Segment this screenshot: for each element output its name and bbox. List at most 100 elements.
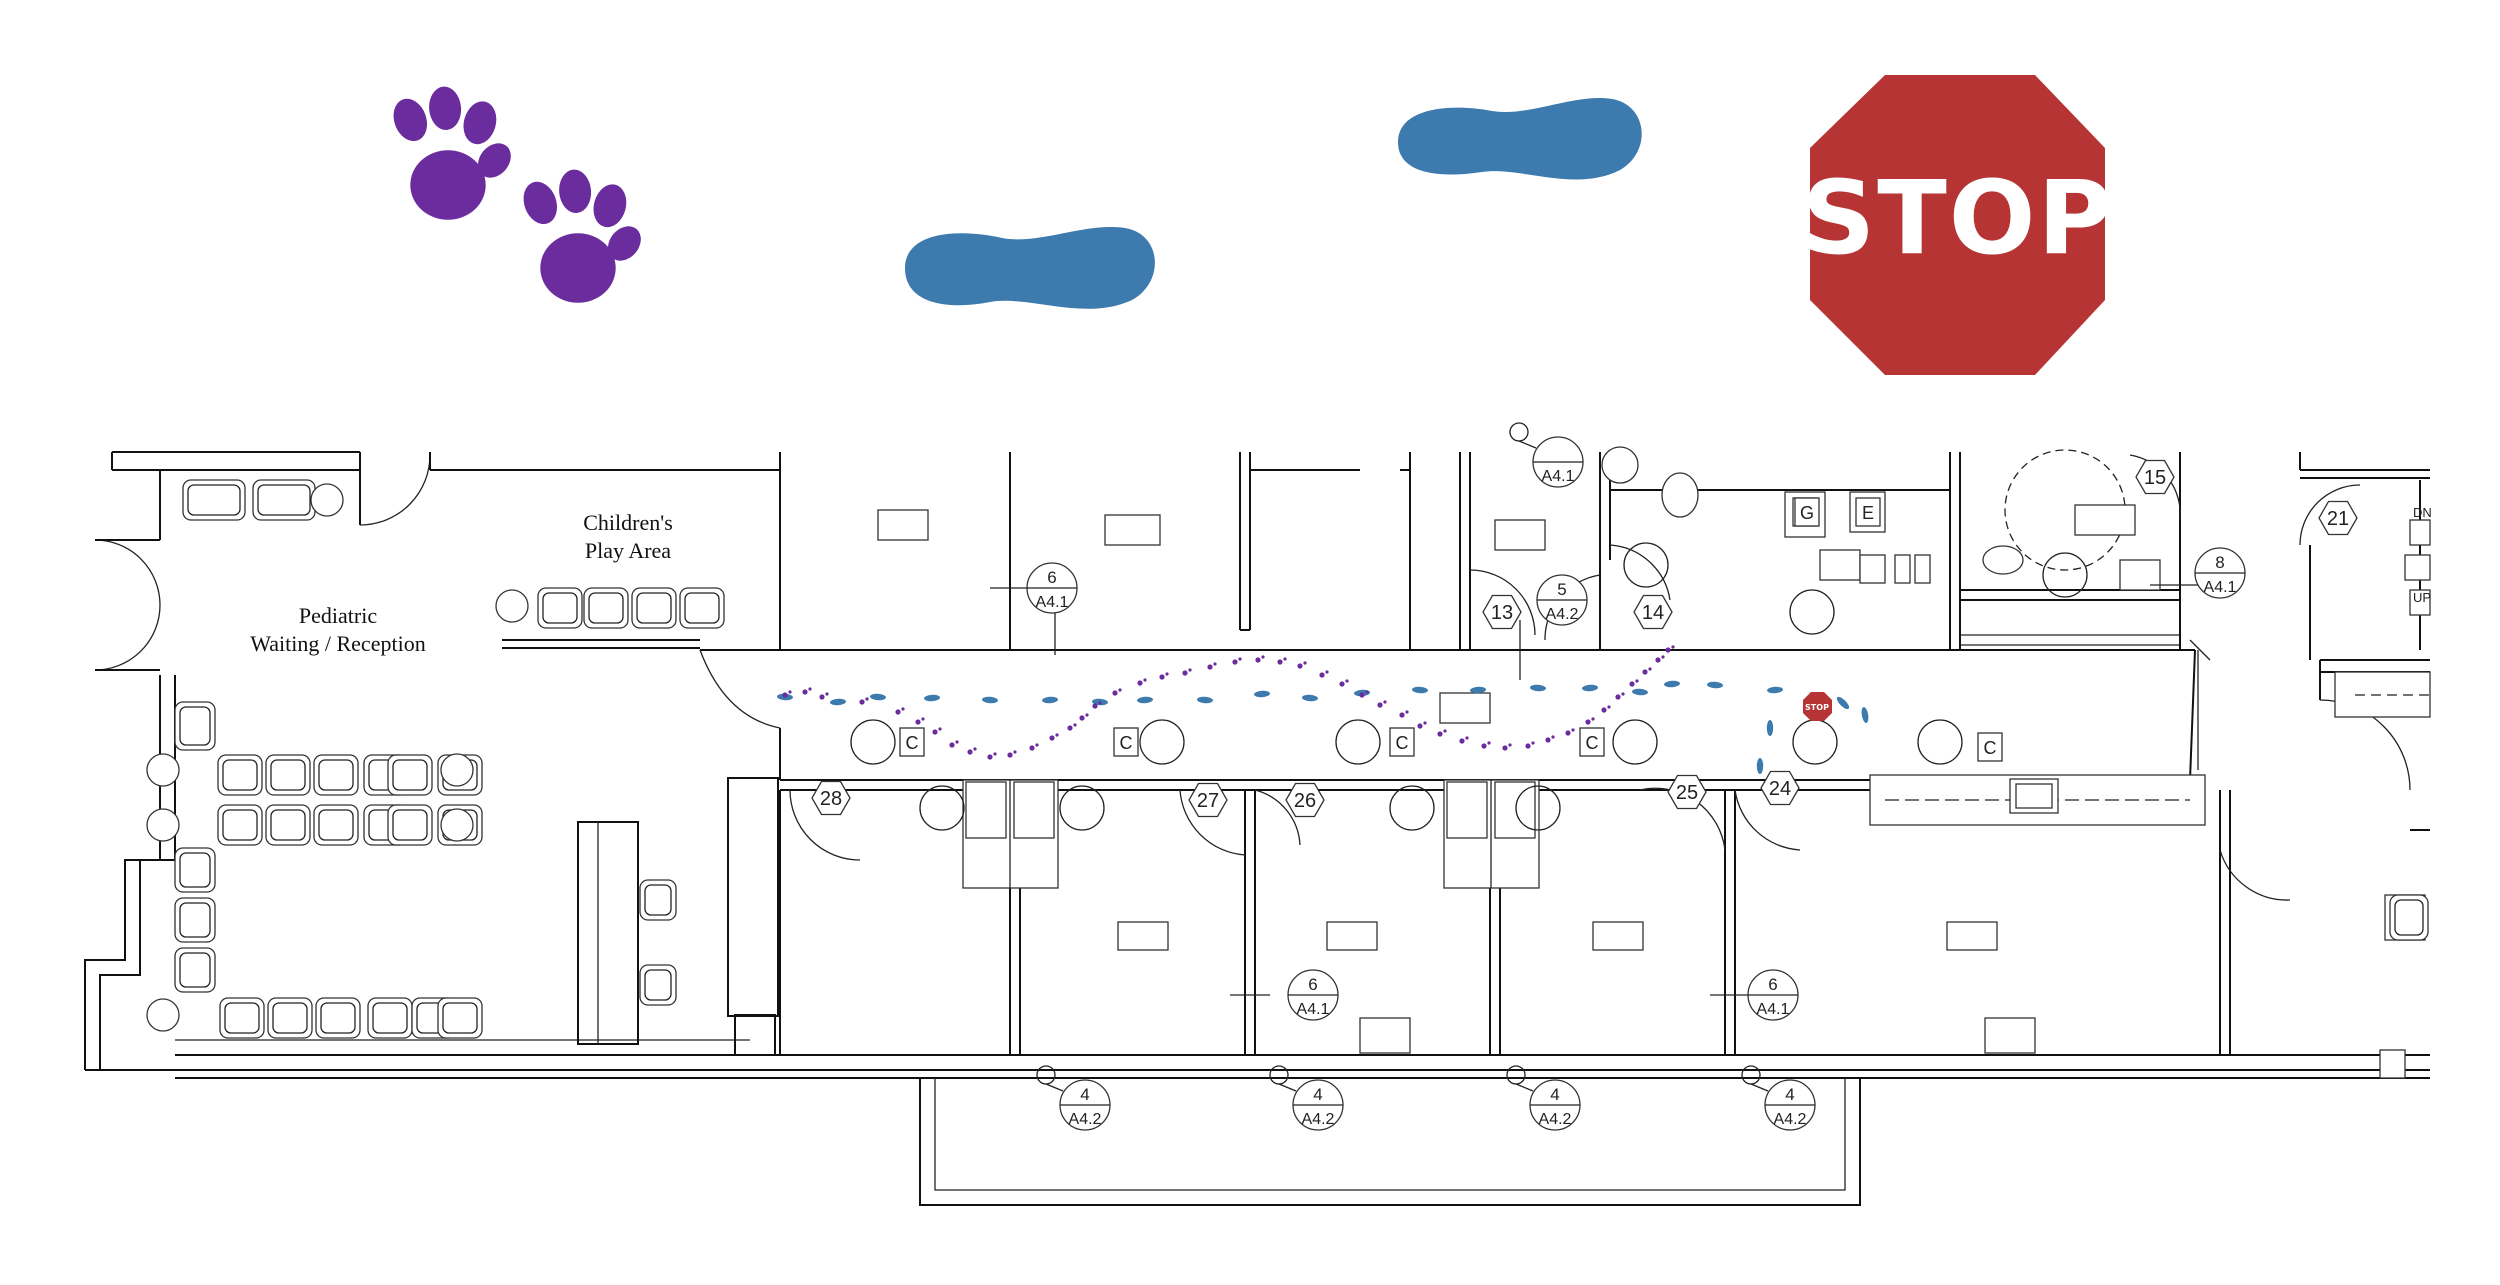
room-number-hex: 21 [2318,500,2358,536]
pediatric-waiting-label-line2: Waiting / Reception [250,631,425,656]
paw-mark [1508,743,1512,747]
paw-mark [1188,668,1192,672]
paw-mark [1551,735,1555,739]
paw-mark [1383,700,1387,704]
chair [631,587,677,629]
fixture-tag: G [1794,497,1820,527]
fixture-tag: E [1855,497,1881,527]
paw-mark [1297,663,1303,669]
paw-mark [865,697,869,701]
paw-mark [1405,710,1409,714]
footprint-mark [1302,694,1318,702]
paw-mark [1319,672,1325,678]
section-marker: A4.1 [1509,422,1584,488]
section-marker-sheet: A4.1 [1757,1001,1790,1018]
chair [679,587,725,629]
room-number-text: 25 [1676,782,1698,804]
chair [265,754,311,796]
chair [583,587,629,629]
fixture-tag-text: C [1984,738,1997,758]
section-marker-sheet: A4.1 [1542,468,1575,485]
section-marker-sheet: A4.1 [1297,1001,1330,1018]
paw-mark [1585,719,1591,725]
chair [437,997,483,1039]
section-marker: 4A4.2 [1269,1065,1344,1131]
section-marker: 6A4.1 [1026,562,1078,614]
section-marker-sheet: A4.1 [1036,594,1069,611]
fixture-tag: C [1113,727,1139,757]
fixture-tag: C [1977,732,2003,762]
chair [387,804,433,846]
paw-mark [1255,657,1261,663]
paw-mark [993,752,997,756]
section-marker: 5A4.2 [1536,574,1588,626]
room-number-hex: 25 [1667,774,1707,810]
footprint-mark [1470,686,1486,694]
paw-mark [1377,702,1383,708]
footprint-mark [1530,684,1546,692]
paw-mark [859,699,865,705]
paw-mark [1545,737,1551,743]
fixture-tag-text: E [1862,503,1874,523]
fixture-tag-text: G [1800,503,1814,523]
paw-mark [1443,729,1447,733]
room-number-text: 28 [820,788,842,810]
paw-mark [1629,681,1635,687]
section-marker-number: 6 [1308,975,1317,994]
paw-mark [782,692,788,698]
paw-mark [1531,741,1535,745]
paw-mark [1607,705,1611,709]
paw-mark [1423,721,1427,725]
section-markers: 6A4.15A4.28A4.16A4.16A4.14A4.24A4.24A4.2… [1026,422,2246,1131]
paw-mark [1565,730,1571,736]
footprint-mark [1861,707,1869,723]
paw-mark [987,754,993,760]
paw-mark [1615,694,1621,700]
footprint-mark [1767,686,1783,694]
paw-mark [1079,715,1085,721]
footprint-mark [1254,690,1270,698]
paw-mark [1635,679,1639,683]
section-marker: 6A4.1 [1287,969,1339,1021]
paw-mark [1232,659,1238,665]
footprint-mark [1582,684,1598,692]
paw-mark [1261,655,1265,659]
footprint-mark [1042,696,1058,704]
children-play-area-label-line2: Play Area [585,538,671,563]
sink-fixture [962,779,1540,889]
footprint-mark [1137,696,1153,704]
floor-plan [84,446,2431,1206]
footprint-mark [1412,686,1428,694]
paw-mark [1621,692,1625,696]
paw-mark [901,707,905,711]
chair [313,804,359,846]
paw-mark [973,747,977,751]
paw-mark [802,689,808,695]
footprint-mark [870,693,886,701]
room-number-text: 21 [2327,508,2349,530]
room-number-hex: 28 [811,780,851,816]
paw-mark [932,729,938,735]
paw-mark [1277,659,1283,665]
section-marker: 4A4.2 [1741,1065,1816,1131]
footprint-mark [1197,696,1213,704]
paw-mark [1029,745,1035,751]
paw-mark [1182,670,1188,676]
section-marker-number: 6 [1047,568,1056,587]
footprint-mark [1766,720,1774,736]
footprint-icon [905,226,1155,309]
chair [174,847,216,893]
paw-mark [1325,670,1329,674]
section-marker-number: 4 [1785,1085,1794,1104]
paw-mark [1487,741,1491,745]
chair [2389,894,2429,941]
paw-mark [1345,679,1349,683]
paw-mark [1085,713,1089,717]
chair [367,997,413,1039]
paw-mark [921,717,925,721]
chair [182,479,246,521]
fixture-tag: C [1389,727,1415,757]
footprint-mark [1707,681,1723,689]
